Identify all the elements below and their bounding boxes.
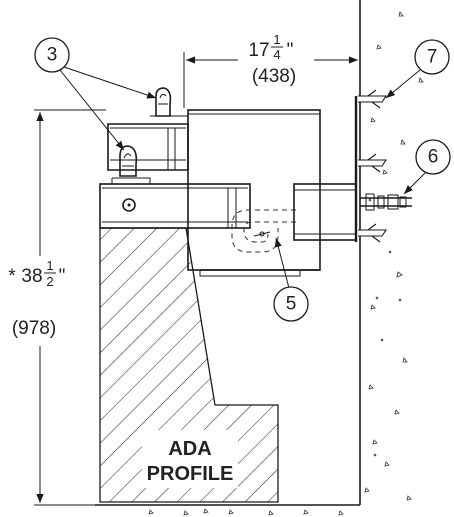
callout-6-label: 6: [428, 147, 439, 168]
width-metric: (438): [252, 66, 296, 87]
height-metric: (978): [12, 318, 56, 339]
height-prefix: *: [8, 266, 16, 287]
callout-3-label: 3: [47, 45, 58, 66]
width-whole: 17: [248, 40, 269, 61]
upper-bubbler: [155, 87, 172, 117]
callout-7-circle: [414, 39, 450, 75]
ada-profile-label-line2: PROFILE: [147, 463, 234, 485]
width-frac-den: 4: [273, 47, 280, 62]
callout-7-label: 7: [427, 47, 438, 68]
lower-bubbler: [119, 145, 138, 177]
callout-7: 7: [385, 39, 450, 99]
ada-profile-label-line1: ADA: [168, 438, 211, 460]
ada-profile-area: ADA PROFILE: [99, 227, 279, 503]
height-unit: ": [59, 266, 66, 287]
width-frac-num: 1: [273, 32, 280, 47]
callout-3-circle: [34, 37, 70, 73]
floor: [95, 504, 360, 516]
push-button: [122, 198, 136, 212]
callout-5-label: 5: [286, 294, 297, 315]
wall-anchors: [358, 89, 388, 243]
dimension-width: 17 1 4 " (438): [183, 28, 358, 108]
callout-5-circle: [273, 286, 309, 322]
wall: [359, 0, 424, 505]
width-unit: ": [287, 40, 294, 61]
callout-3: 3: [34, 37, 157, 151]
height-frac-den: 2: [46, 274, 53, 289]
callout-6: 6: [403, 139, 451, 195]
lower-fountain-unit: [99, 177, 251, 229]
wall-mount-box: [293, 96, 358, 242]
height-whole: 38: [21, 266, 42, 287]
drain-trap-hidden: [231, 209, 296, 253]
chiller-housing: [187, 109, 321, 277]
supply-stop-valve: [360, 193, 412, 211]
height-frac-num: 1: [46, 258, 53, 273]
wall-concrete-stipple: [364, 11, 424, 501]
dimension-height: * 38 1 2 " (978): [0, 109, 106, 506]
callout-5: 5: [273, 237, 309, 322]
callout-6-circle: [415, 139, 451, 175]
